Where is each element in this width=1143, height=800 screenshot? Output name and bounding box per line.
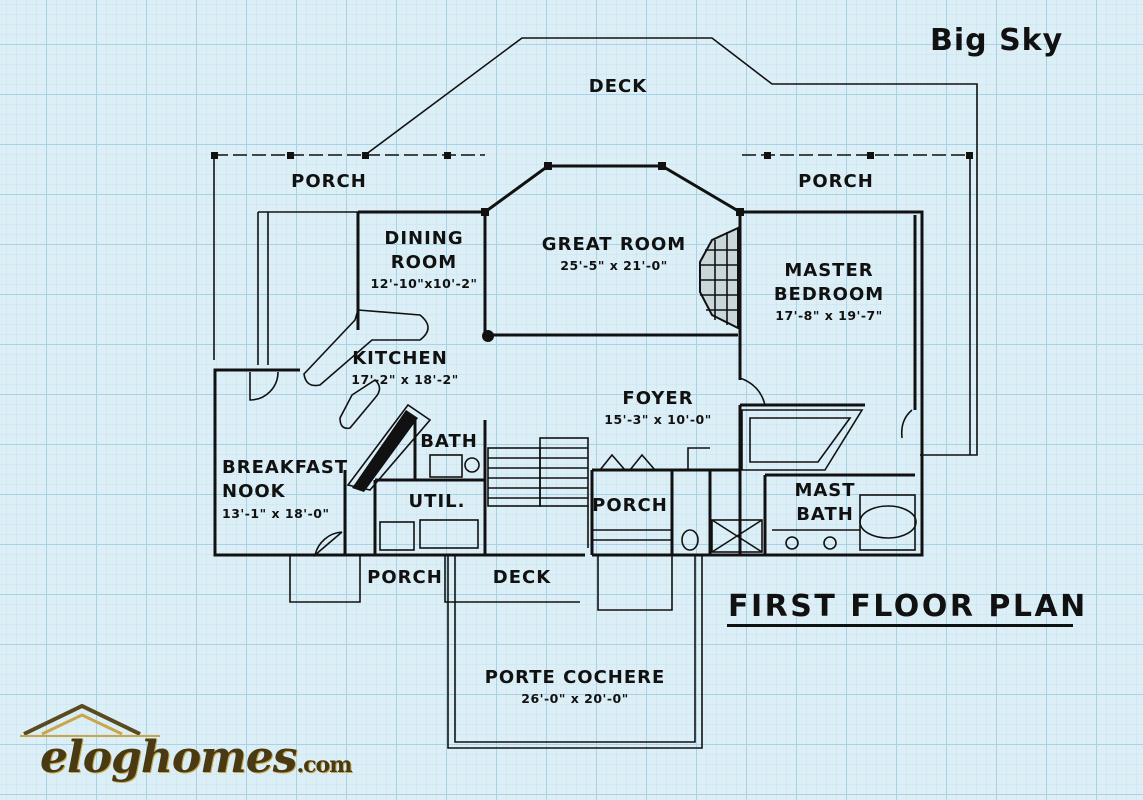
dining-room-label-1: DINING xyxy=(384,228,464,249)
master-bedroom-label-1: MASTER xyxy=(784,260,874,281)
interior-walls xyxy=(343,212,917,555)
dining-room-label-2: ROOM xyxy=(390,252,458,273)
porte-cochere-label: PORTE COCHERE xyxy=(484,667,666,688)
porte-cochere-dim: 26'-0" x 20'-0" xyxy=(521,691,629,706)
foyer-dim: 15'-3" x 10'-0" xyxy=(604,412,712,427)
bath-label: BATH xyxy=(420,431,478,452)
fireplace xyxy=(699,226,739,330)
porch-left-label: PORCH xyxy=(291,171,367,192)
master-bath-fixtures xyxy=(711,409,917,553)
deck-top-label: DECK xyxy=(588,76,648,97)
roof-logo-icon xyxy=(20,703,160,737)
kitchen-island-hatch xyxy=(352,410,418,492)
bath-fixtures xyxy=(379,454,699,551)
eloghomes-logo: eloghomes.com xyxy=(18,702,353,788)
exterior-walls xyxy=(213,164,924,557)
deck-bottom-label: DECK xyxy=(492,567,552,588)
kitchen-dim: 17'-2" x 18'-2" xyxy=(351,372,459,387)
breakfast-nook-label-2: NOOK xyxy=(222,481,286,502)
breakfast-nook-dim: 13'-1" x 18'-0" xyxy=(222,506,330,521)
porte-cochere-outline xyxy=(447,555,703,749)
stairs xyxy=(487,437,672,548)
kitchen-label: KITCHEN xyxy=(352,348,448,369)
great-room-dim: 25'-5" x 21'-0" xyxy=(560,258,668,273)
door-swings xyxy=(249,371,913,558)
porch-posts xyxy=(211,152,973,342)
util-label: UTIL. xyxy=(408,491,466,512)
porch-center-label: PORCH xyxy=(592,495,668,516)
porch-right-label: PORCH xyxy=(798,171,874,192)
mast-bath-label-1: MAST xyxy=(794,480,856,501)
foyer-label: FOYER xyxy=(622,388,694,409)
porch-beams xyxy=(213,154,971,611)
master-bedroom-dim: 17'-8" x 19'-7" xyxy=(775,308,883,323)
mast-bath-label-2: BATH xyxy=(796,504,854,525)
porch-bottom-label: PORCH xyxy=(367,567,443,588)
breakfast-nook-label-1: BREAKFAST xyxy=(222,457,349,478)
logo-wordmark: eloghomes.com xyxy=(40,732,353,783)
plan-name: Big Sky xyxy=(930,23,1064,58)
title-underline xyxy=(727,624,1073,627)
great-room-label: GREAT ROOM xyxy=(541,234,687,255)
master-bedroom-label-2: BEDROOM xyxy=(773,284,885,305)
deck-outline xyxy=(364,37,978,456)
dining-room-dim: 12'-10"x10'-2" xyxy=(370,276,478,291)
first-floor-plan-title: FIRST FLOOR PLAN xyxy=(728,589,1088,624)
